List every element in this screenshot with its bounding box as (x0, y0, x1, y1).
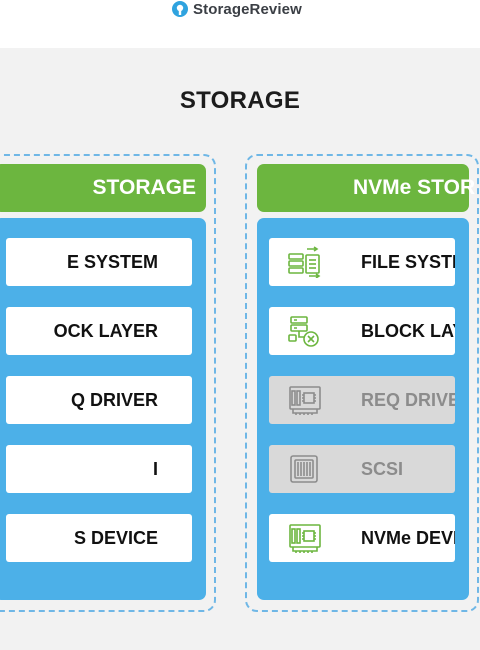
storage-stack-body: E SYSTEM OCK LAYER Q DRIVER I S DEVICE (0, 218, 206, 600)
layer-req-driver: Q DRIVER (6, 376, 192, 424)
nvme-stack-body: FILE SYSTE BLOCK LAY (257, 218, 469, 600)
nvme-layer-file-system: FILE SYSTE (269, 238, 455, 286)
nvme-stack-header: NVMe STOR (257, 164, 475, 212)
layer-file-system: E SYSTEM (6, 238, 192, 286)
brand-name: StorageReview (193, 0, 302, 18)
block-layer-icon (288, 316, 319, 347)
req-driver-icon (289, 386, 321, 415)
storage-stack-header: STORAGE (0, 164, 206, 212)
nvme-layer-label: BLOCK LAY (361, 321, 455, 341)
layer-block-layer: OCK LAYER (6, 307, 192, 355)
nvme-stack-column: NVMe STOR FILE SYSTE (245, 154, 479, 612)
nvme-layer-label: REQ DRIVEF (361, 390, 455, 410)
nvme-layer-device: NVMe DEVI (269, 514, 455, 562)
brand[interactable]: StorageReview (172, 0, 302, 18)
diagram-title: STORAGE (179, 87, 301, 114)
storagereview-logo-icon (172, 1, 188, 17)
file-system-icon (288, 246, 321, 278)
storage-stack-column: STORAGE E SYSTEM OCK LAYER Q DRIVER I S … (0, 154, 216, 612)
nvme-layer-scsi: SCSI (269, 445, 455, 493)
layer-device: S DEVICE (6, 514, 192, 562)
nvme-layer-label: NVMe DEVI (361, 528, 455, 548)
scsi-icon (290, 455, 318, 483)
nvme-layer-block-layer: BLOCK LAY (269, 307, 455, 355)
layer-scsi: I (6, 445, 192, 493)
nvme-layer-label: SCSI (361, 459, 404, 479)
site-header: StorageReview (0, 0, 480, 48)
nvme-layer-req-driver: REQ DRIVEF (269, 376, 455, 424)
nvme-device-icon (289, 524, 321, 553)
nvme-layer-label: FILE SYSTE (361, 252, 455, 272)
